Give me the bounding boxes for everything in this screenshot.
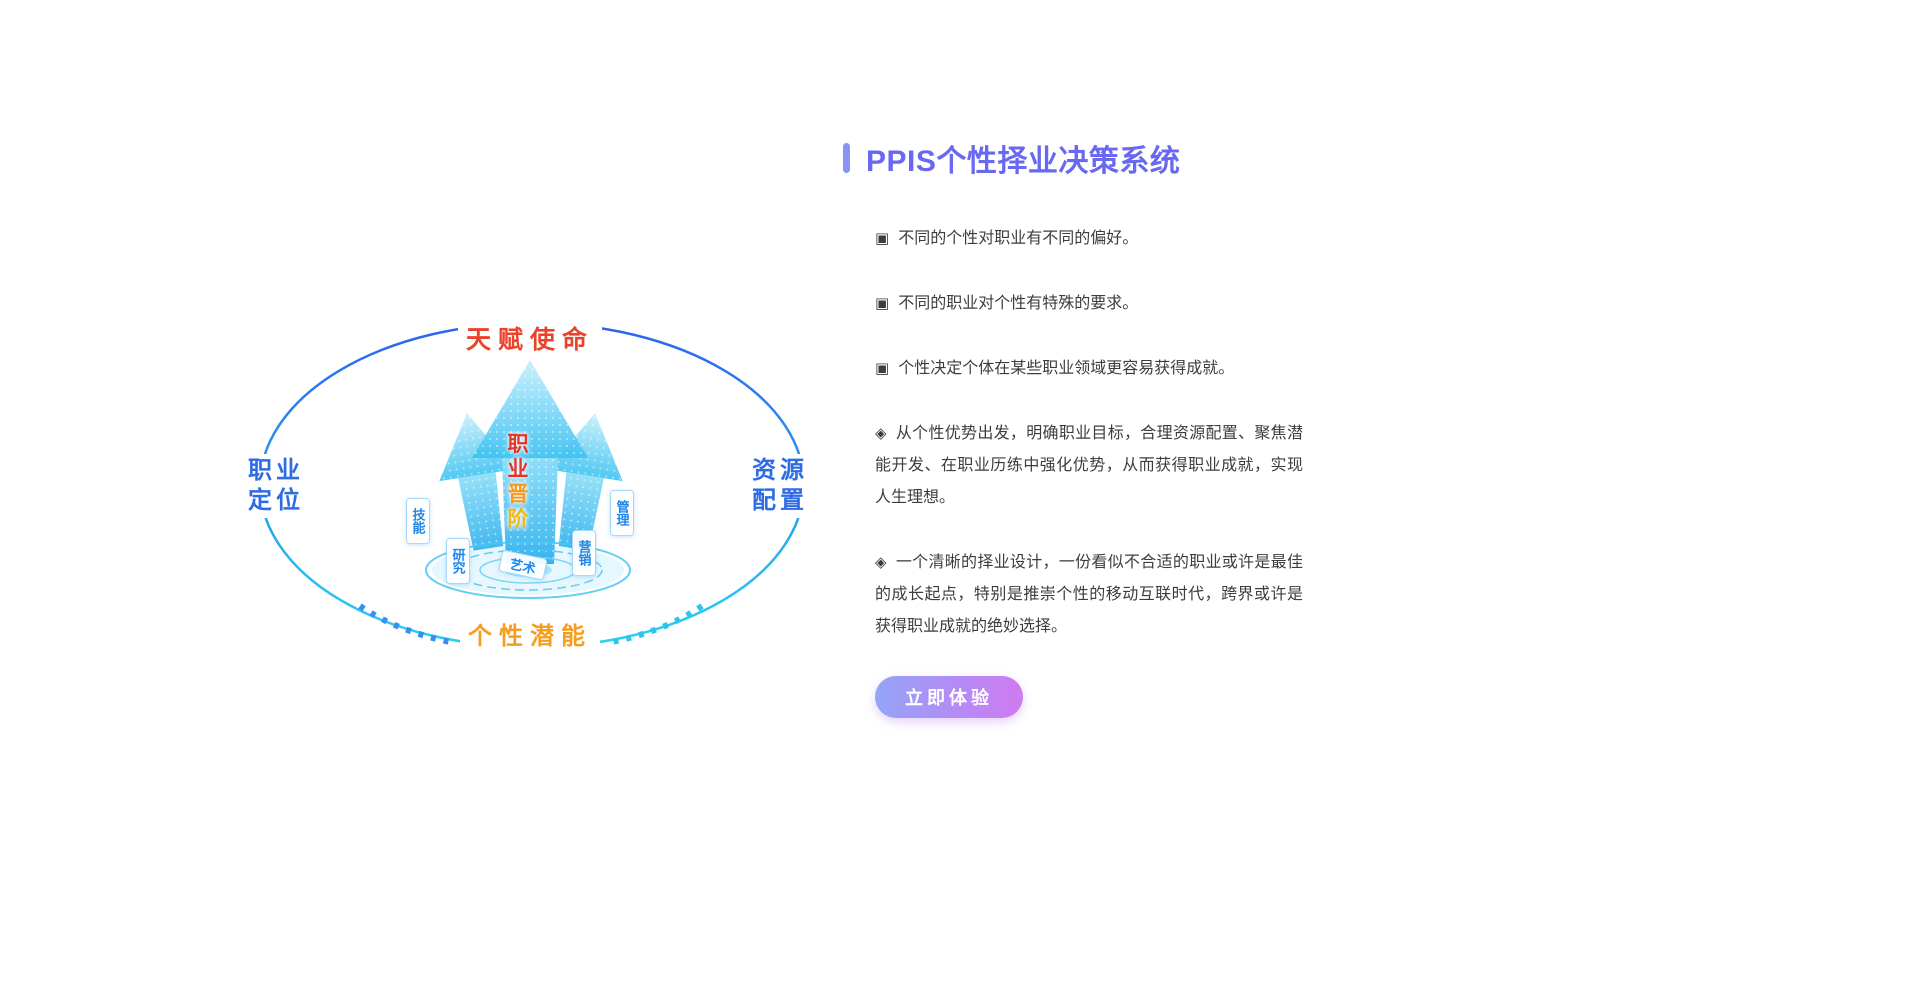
ppis-diagram-section: 天赋使命 个性潜能 职业 定位 资源 配置 职 业 晋 阶 技能 研究 艺术 营… <box>246 318 810 662</box>
insight-point: ◈一个清晰的择业设计，一份看似不合适的职业或许是最佳的成长起点，特别是推崇个性的… <box>875 547 1303 643</box>
label-line: 职业 <box>248 457 304 484</box>
insight-point: ▣ 个性决定个体在某些职业领域更容易获得成就。 <box>875 353 1303 385</box>
diagram-label-talent-mission: 天赋使命 <box>457 320 603 356</box>
center-char: 晋 <box>507 483 529 506</box>
tag-marketing: 营销 <box>572 530 596 576</box>
insight-text: 从个性优势出发，明确职业目标，合理资源配置、聚焦潜能开发、在职业历练中强化优势，… <box>875 425 1303 506</box>
insight-text: 不同的个性对职业有不同的偏好。 <box>898 230 1139 247</box>
center-char: 阶 <box>507 508 529 531</box>
center-char: 业 <box>507 458 529 481</box>
page-title: PPIS个性择业决策系统 <box>843 140 1323 178</box>
tag-label: 艺术 <box>508 555 538 577</box>
insight-point: ▣ 不同的个性对职业有不同的偏好。 <box>875 223 1303 255</box>
square-bullet-icon: ▣ <box>875 360 890 377</box>
diagram-label-resource-allocation: 资源 配置 <box>750 454 810 518</box>
label-line: 定位 <box>248 487 304 514</box>
diagram-label-personality-potential: 个性潜能 <box>460 616 600 651</box>
tag-research: 研究 <box>446 538 470 584</box>
insight-text: 一个清晰的择业设计，一份看似不合适的职业或许是最佳的成长起点，特别是推崇个性的移… <box>875 554 1303 635</box>
cta-button[interactable]: 立即体验 <box>875 676 1023 718</box>
tag-management: 管理 <box>610 490 634 536</box>
title-accent-bar <box>843 142 850 173</box>
insight-point: ◈从个性优势出发，明确职业目标，合理资源配置、聚焦潜能开发、在职业历练中强化优势… <box>875 418 1303 514</box>
tag-label: 管理 <box>614 500 630 526</box>
insight-text: 个性决定个体在某些职业领域更容易获得成就。 <box>898 360 1235 377</box>
tag-label: 技能 <box>410 508 426 534</box>
center-char: 职 <box>507 433 529 456</box>
tag-label: 营销 <box>576 540 592 566</box>
insight-point: ▣ 不同的职业对个性有特殊的要求。 <box>875 288 1303 320</box>
square-bullet-icon: ▣ <box>875 295 890 312</box>
content-section: PPIS个性择业决策系统 ▣ 不同的个性对职业有不同的偏好。 ▣ 不同的职业对个性有… <box>843 140 1323 718</box>
diamond-bullet-icon: ◈ <box>875 425 887 442</box>
arrow-center <box>472 360 588 564</box>
diamond-bullet-icon: ◈ <box>875 554 887 571</box>
arrow-left <box>439 413 515 551</box>
square-bullet-icon: ▣ <box>875 230 890 247</box>
insight-text: 不同的职业对个性有特殊的要求。 <box>898 295 1139 312</box>
label-line: 资源 <box>752 457 808 484</box>
label-line: 配置 <box>752 487 808 514</box>
page-title-text: PPIS个性择业决策系统 <box>866 144 1181 178</box>
arrow-right <box>547 413 623 551</box>
diagram-label-career-positioning: 职业 定位 <box>246 454 306 518</box>
diagram-center-label-career-advancement: 职 业 晋 阶 <box>504 432 532 532</box>
tag-label: 研究 <box>450 548 466 574</box>
tag-skill: 技能 <box>406 498 430 544</box>
